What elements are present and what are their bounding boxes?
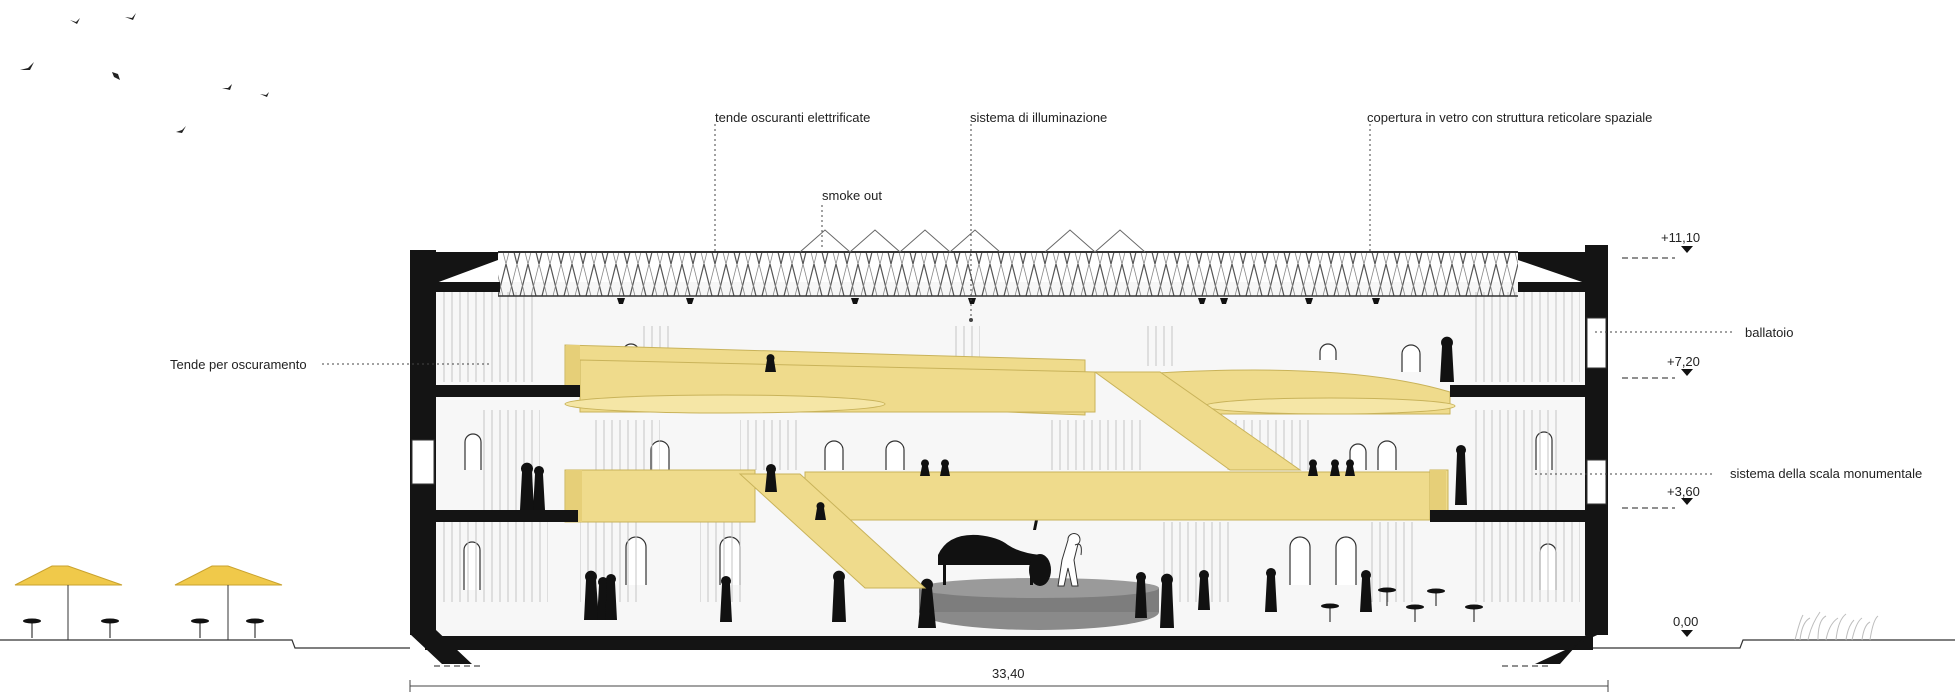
spotlight-icon	[1372, 298, 1380, 304]
birds	[20, 13, 269, 133]
label-scala: sistema della scala monumentale	[1730, 466, 1922, 481]
umbrella-icon	[174, 565, 283, 586]
label-ballatoio: ballatoio	[1745, 325, 1793, 340]
cafe-table-icon	[23, 618, 264, 638]
spotlight-icon	[851, 298, 859, 304]
window-right-upper	[1586, 317, 1607, 369]
roof-truss	[498, 229, 1518, 297]
level-middle-label: +3,60	[1667, 484, 1700, 499]
people-ground-floor	[584, 567, 1372, 628]
spotlight-icon	[617, 298, 625, 304]
spotlight-icon	[1305, 298, 1313, 304]
leader-lines	[322, 124, 1733, 475]
walkway-end-right-middle	[1430, 470, 1446, 518]
ground	[0, 639, 1955, 649]
bird-icon	[125, 13, 136, 20]
label-tende-oscuramento: Tende per oscuramento	[170, 357, 307, 372]
bird-icon	[20, 62, 34, 70]
window-right-middle	[1586, 459, 1607, 505]
level-marker-icon	[1681, 630, 1693, 637]
walkways	[564, 344, 1456, 589]
label-sistema-illuminazione: sistema di illuminazione	[970, 110, 1107, 125]
level-upper-label: +7,20	[1667, 354, 1700, 369]
label-smoke-out: smoke out	[822, 188, 882, 203]
bird-icon	[176, 126, 186, 133]
stage	[919, 578, 1159, 630]
window-left	[411, 439, 435, 485]
label-tende-oscuranti: tende oscuranti elettrificate	[715, 110, 870, 125]
level-marker-icon	[1681, 246, 1693, 253]
spotlight-icon	[1220, 298, 1228, 304]
musicians	[1029, 510, 1082, 587]
dimension-line	[409, 680, 1609, 692]
level-top-label: +11,10	[1661, 230, 1700, 245]
outdoor-cafe	[14, 565, 283, 640]
dimension-label: 33,40	[992, 666, 1025, 681]
bird-icon	[112, 72, 120, 80]
level-marker-icon	[1681, 369, 1693, 376]
spotlight-icon	[686, 298, 694, 304]
spotlight-icon	[968, 298, 976, 304]
walkway-end-left-middle	[566, 470, 582, 522]
cafe-tables-interior	[1321, 587, 1483, 622]
floor-slabs	[425, 385, 1593, 650]
walkway-end-left-upper	[566, 345, 580, 395]
spotlights	[617, 298, 1380, 304]
shrubs	[1794, 611, 1879, 641]
people-upper-levels	[520, 336, 1467, 520]
level-ground-label: 0,00	[1673, 614, 1698, 629]
level-markers	[434, 246, 1693, 667]
spotlight-icon	[1198, 298, 1206, 304]
bird-icon	[222, 84, 232, 90]
level-marker-icon	[1681, 498, 1693, 505]
bird-icon	[260, 92, 269, 97]
umbrella-icon	[14, 565, 123, 586]
bird-icon	[70, 18, 80, 24]
label-copertura: copertura in vetro con struttura reticol…	[1367, 110, 1652, 125]
